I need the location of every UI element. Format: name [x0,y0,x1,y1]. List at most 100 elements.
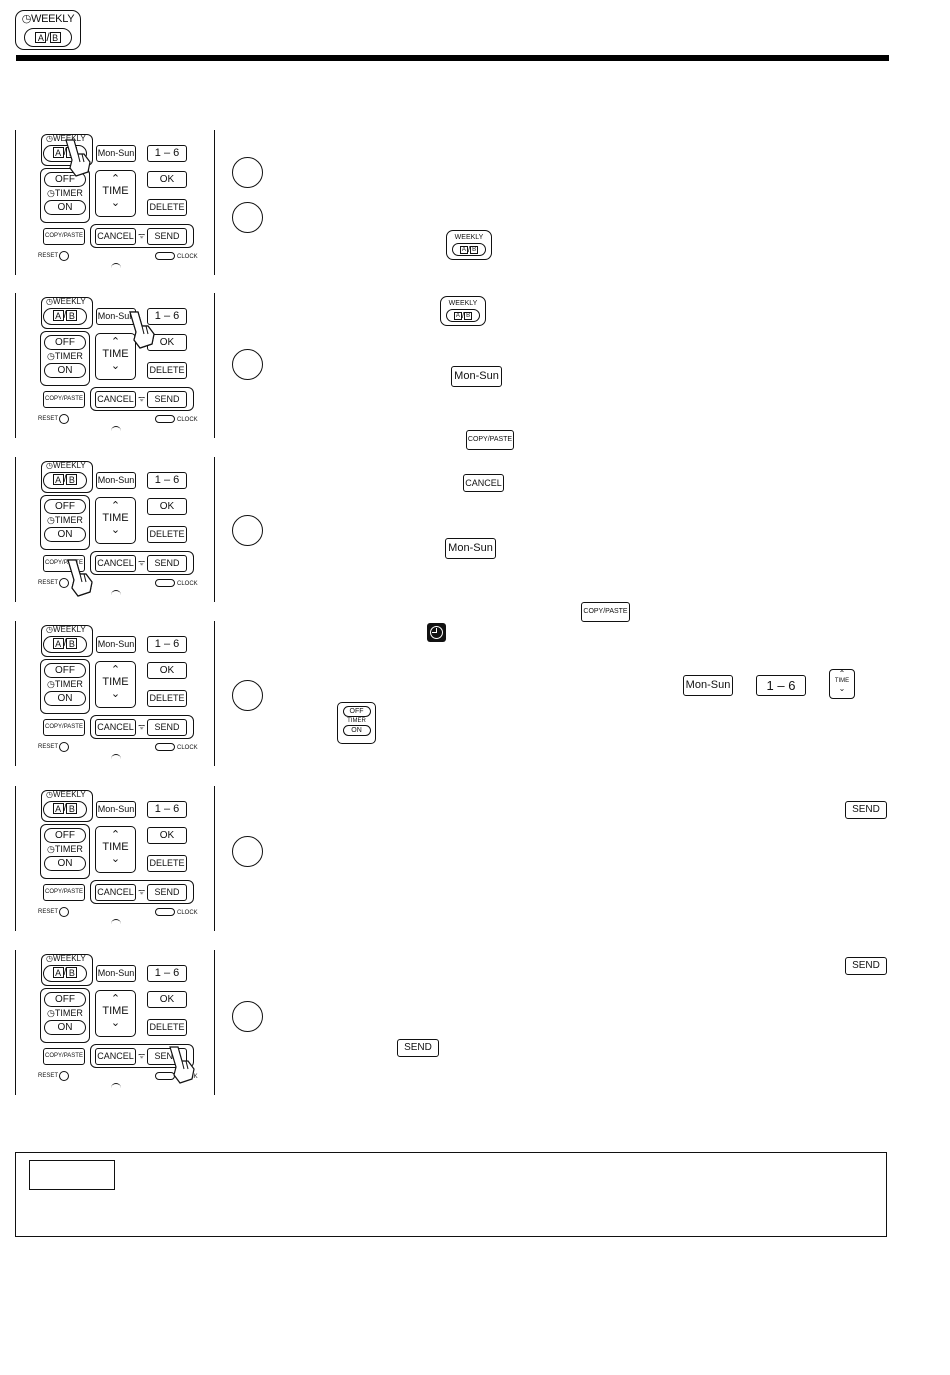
ab-button[interactable]: A/B [43,965,87,982]
cancel-button[interactable]: CANCEL [95,228,136,245]
cancel-button[interactable]: CANCEL [95,555,136,572]
time-button[interactable]: ⌃ TIME ⌄ [95,661,136,708]
timer-group [40,824,90,879]
cancel-button[interactable]: CANCEL [95,1048,136,1065]
send-button[interactable]: SEND [147,228,187,245]
time-button[interactable]: ⌃ TIME ⌄ [95,170,136,217]
time-button[interactable]: ⌃ TIME ⌄ [95,826,136,873]
ok-button[interactable]: OK [147,171,187,188]
off-button[interactable]: OFF [44,663,86,678]
one-six-button[interactable]: 1 – 6 [147,965,187,982]
time-button[interactable]: ⌃ TIME ⌄ [95,333,136,380]
ok-button[interactable]: OK [147,991,187,1008]
timer-clock-icon [427,623,446,642]
copy-paste-button[interactable]: COPY/PASTE [43,884,85,901]
send-group [90,224,194,248]
reset-button[interactable] [59,578,69,588]
on-button[interactable]: ON [44,1020,86,1035]
off-button[interactable]: OFF [44,828,86,843]
time-button[interactable]: ⌃ TIME ⌄ [95,990,136,1037]
reset-button[interactable] [59,907,69,917]
one-six-button[interactable]: 1 – 6 [147,308,187,325]
one-six-button[interactable]: 1 – 6 [147,472,187,489]
cancel-button[interactable]: CANCEL [95,719,136,736]
send-group [90,715,194,739]
header-rule [16,55,889,61]
mon-sun-button[interactable]: Mon-Sun [96,801,136,818]
one-six-button[interactable]: 1 – 6 [147,636,187,653]
remote-panel-2: ◷WEEKLY A/B Mon-Sun 1 – 6 OFF ◷TIMER ON … [15,293,215,438]
up-icon: ⌃ [110,173,121,185]
clock-button[interactable] [155,743,175,751]
send-button[interactable]: SEND [147,719,187,736]
on-button[interactable]: ON [44,527,86,542]
delete-button[interactable]: DELETE [147,362,187,379]
send-group [90,880,194,904]
weekly-badge-ab: A/B [24,28,72,47]
mon-sun-button[interactable]: Mon-Sun [96,145,136,162]
one-six-button[interactable]: 1 – 6 [147,145,187,162]
send-button[interactable]: SEND [147,391,187,408]
down-icon: ⌄ [110,688,121,700]
remote-panel-1: ◷WEEKLY A/B Mon-Sun 1 – 6 OFF ◷TIMER ON … [15,130,215,275]
signal-icon: ᯤ [138,394,146,403]
ab-button[interactable]: A/B [43,636,87,653]
clock-button[interactable] [155,415,175,423]
mon-sun-button[interactable]: Mon-Sun [96,965,136,982]
clock-button[interactable] [155,252,175,260]
pointing-hand-icon [129,311,155,349]
inline-mon-sun-icon-3: Mon-Sun [683,675,733,696]
delete-button[interactable]: DELETE [147,526,187,543]
copy-paste-button[interactable]: COPY/PASTE [43,228,85,245]
copy-paste-button[interactable]: COPY/PASTE [43,391,85,408]
on-button[interactable]: ON [44,200,86,215]
inline-cancel-icon: CANCEL [463,474,504,492]
time-button[interactable]: ⌃ TIME ⌄ [95,497,136,544]
weekly-group [41,134,93,166]
signal-icon: ᯤ [138,1051,146,1060]
ab-button[interactable]: A/B [43,472,87,489]
mon-sun-button[interactable]: Mon-Sun [96,472,136,489]
ab-button[interactable]: A/B [43,308,87,325]
copy-paste-button[interactable]: COPY/PASTE [43,719,85,736]
off-button[interactable]: OFF [44,992,86,1007]
clock-button[interactable] [155,579,175,587]
ok-button[interactable]: OK [147,498,187,515]
inline-send-icon-2: SEND [845,957,887,975]
reset-button[interactable] [59,251,69,261]
off-button[interactable]: OFF [44,499,86,514]
copy-paste-button[interactable]: COPY/PASTE [43,1048,85,1065]
delete-button[interactable]: DELETE [147,855,187,872]
ok-button[interactable]: OK [147,662,187,679]
delete-button[interactable]: DELETE [147,199,187,216]
clock-button[interactable] [155,908,175,916]
send-button[interactable]: SEND [147,884,187,901]
weekly-group [41,461,93,493]
reset-label: RESET [38,744,59,750]
remote-panel-3: ◷WEEKLY A/B Mon-Sun 1 – 6 OFF ◷TIMER ON … [15,457,215,602]
reset-button[interactable] [59,742,69,752]
inline-copy-paste-icon-2: COPY/PASTE [581,602,630,622]
mon-sun-button[interactable]: Mon-Sun [96,636,136,653]
cancel-button[interactable]: CANCEL [95,884,136,901]
reset-label: RESET [38,909,59,915]
on-button[interactable]: ON [44,691,86,706]
on-button[interactable]: ON [44,363,86,378]
send-button[interactable]: SEND [147,555,187,572]
off-button[interactable]: OFF [44,335,86,350]
on-button[interactable]: ON [44,856,86,871]
weekly-badge: ◷WEEKLY A/B [15,10,81,50]
ab-button[interactable]: A/B [43,801,87,818]
reset-button[interactable] [59,414,69,424]
weekly-group [41,297,93,329]
step-circle-4 [232,515,263,546]
weekly-badge-title: ◷WEEKLY [21,13,75,25]
reset-button[interactable] [59,1071,69,1081]
cancel-button[interactable]: CANCEL [95,391,136,408]
delete-button[interactable]: DELETE [147,690,187,707]
one-six-button[interactable]: 1 – 6 [147,801,187,818]
timer-label: ◷TIMER [47,515,83,525]
ok-button[interactable]: OK [147,827,187,844]
delete-button[interactable]: DELETE [147,1019,187,1036]
panel-arc [111,426,121,436]
